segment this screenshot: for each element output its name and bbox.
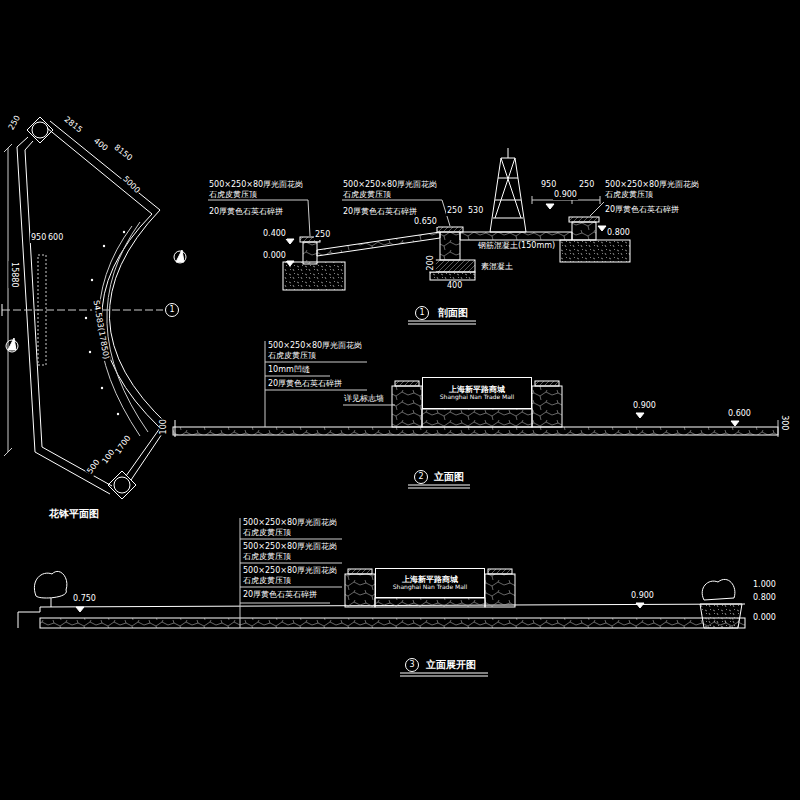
- sign-title: 上海新平路商城: [440, 385, 514, 394]
- marker-outline: [166, 304, 179, 317]
- material-note: 20厚黄色石英石碎拼: [604, 205, 680, 215]
- material-note: 20厚黄色石英石碎拼: [267, 379, 343, 389]
- dimension: 0.900: [632, 401, 657, 411]
- dimension: 600: [47, 233, 64, 243]
- node-text: 1: [419, 308, 424, 317]
- dimension: 250: [578, 180, 595, 190]
- view-title: 花钵平面图: [48, 508, 100, 520]
- dimension: 2815: [61, 114, 85, 135]
- dimension: 15880: [9, 261, 19, 288]
- view-title: 立面图: [433, 471, 465, 483]
- dimension: 0.900: [553, 190, 578, 200]
- dimension: 250: [446, 206, 463, 216]
- callout-number: 1: [169, 305, 174, 314]
- dimension: 250: [6, 113, 23, 133]
- node-text: 2: [418, 472, 423, 481]
- unfolded-elevation: [18, 518, 745, 676]
- sign-board: 上海新平路商城Shanghai Nan Trade Mall: [422, 377, 532, 409]
- dimension: 0.000: [752, 613, 777, 623]
- dimension: 0.900: [630, 591, 655, 601]
- marker-outline: [406, 659, 419, 672]
- dimension: 200: [426, 254, 436, 271]
- elevation-view: [173, 341, 778, 488]
- node-text: 上海新平路商城Shanghai Nan Trade Mall: [393, 575, 467, 591]
- marker-outline: [415, 471, 428, 484]
- material-note: 素混凝土: [480, 262, 514, 272]
- node-text: 上海新平路商城Shanghai Nan Trade Mall: [440, 385, 514, 401]
- dimension: 400: [91, 136, 111, 154]
- dimension: 0.600: [727, 409, 752, 419]
- material-note: 20厚黄色石英石碎拼: [342, 207, 418, 217]
- material-note: 500×250×80厚光面花岗石虎皮黄压顶: [208, 180, 310, 199]
- material-note: 500×250×80厚光面花岗石虎皮黄压顶: [342, 180, 444, 199]
- dimension: 0.000: [262, 251, 287, 261]
- plan-view: [2, 117, 186, 499]
- section-marker: 1: [415, 306, 429, 320]
- view-title: 剖面图: [437, 307, 469, 319]
- dimension: 5000: [120, 173, 143, 196]
- callout-number: 2: [418, 472, 423, 481]
- dimension: 950: [30, 233, 47, 243]
- sign-subtitle: Shanghai Nan Trade Mall: [393, 584, 467, 591]
- material-note: 10mm凹缝: [267, 365, 311, 375]
- dimension: 0.800: [752, 593, 777, 603]
- material-note: 500×250×80厚光面花岗石虎皮黄压顶: [242, 518, 344, 537]
- material-note: 20厚黄色石英石碎拼: [208, 207, 284, 217]
- dimension: 250: [314, 230, 331, 240]
- dimension: 100: [159, 418, 169, 435]
- dimension: 400: [446, 281, 463, 291]
- material-note: 20厚黄色石英石碎拼: [242, 590, 318, 600]
- section-marker: 2: [414, 470, 428, 484]
- view-title: 立面展开图: [425, 659, 477, 671]
- sign-subtitle: Shanghai Nan Trade Mall: [440, 394, 514, 401]
- material-note: 500×250×80厚光面花岗石虎皮黄压顶: [242, 566, 344, 585]
- callout-number: 1: [419, 308, 424, 317]
- dimension: 0.800: [606, 228, 631, 238]
- dimension: 8150: [111, 142, 135, 163]
- dimension: 530: [467, 206, 484, 216]
- material-note: 详见标志墙: [343, 394, 385, 404]
- marker-outline: [416, 307, 429, 320]
- sign-board: 上海新平路商城Shanghai Nan Trade Mall: [375, 568, 485, 598]
- material-note: 500×250×80厚光面花岗石虎皮黄压顶: [604, 180, 706, 199]
- material-note: 钢筋混凝土(150mm): [477, 241, 556, 251]
- sign-title: 上海新平路商城: [393, 575, 467, 584]
- node-text: 3: [409, 660, 414, 669]
- section-view: [208, 148, 630, 324]
- section-marker: 1: [165, 303, 179, 317]
- dimension: 0.400: [262, 229, 287, 239]
- dimension: S4.583(17850): [91, 299, 111, 361]
- dimension: 1700: [113, 433, 134, 457]
- dimension: 950: [540, 180, 557, 190]
- dimension: 300: [780, 414, 790, 431]
- material-note: 500×250×80厚光面花岗石虎皮黄压顶: [267, 341, 369, 360]
- material-note: 500×250×80厚光面花岗石虎皮黄压顶: [242, 542, 344, 561]
- dimension: 0.650: [413, 217, 438, 227]
- dimension: 0.750: [72, 594, 97, 604]
- node-text: 1: [169, 305, 174, 314]
- dimension: 1.000: [752, 580, 777, 590]
- callout-number: 3: [409, 660, 414, 669]
- section-marker: 3: [405, 658, 419, 672]
